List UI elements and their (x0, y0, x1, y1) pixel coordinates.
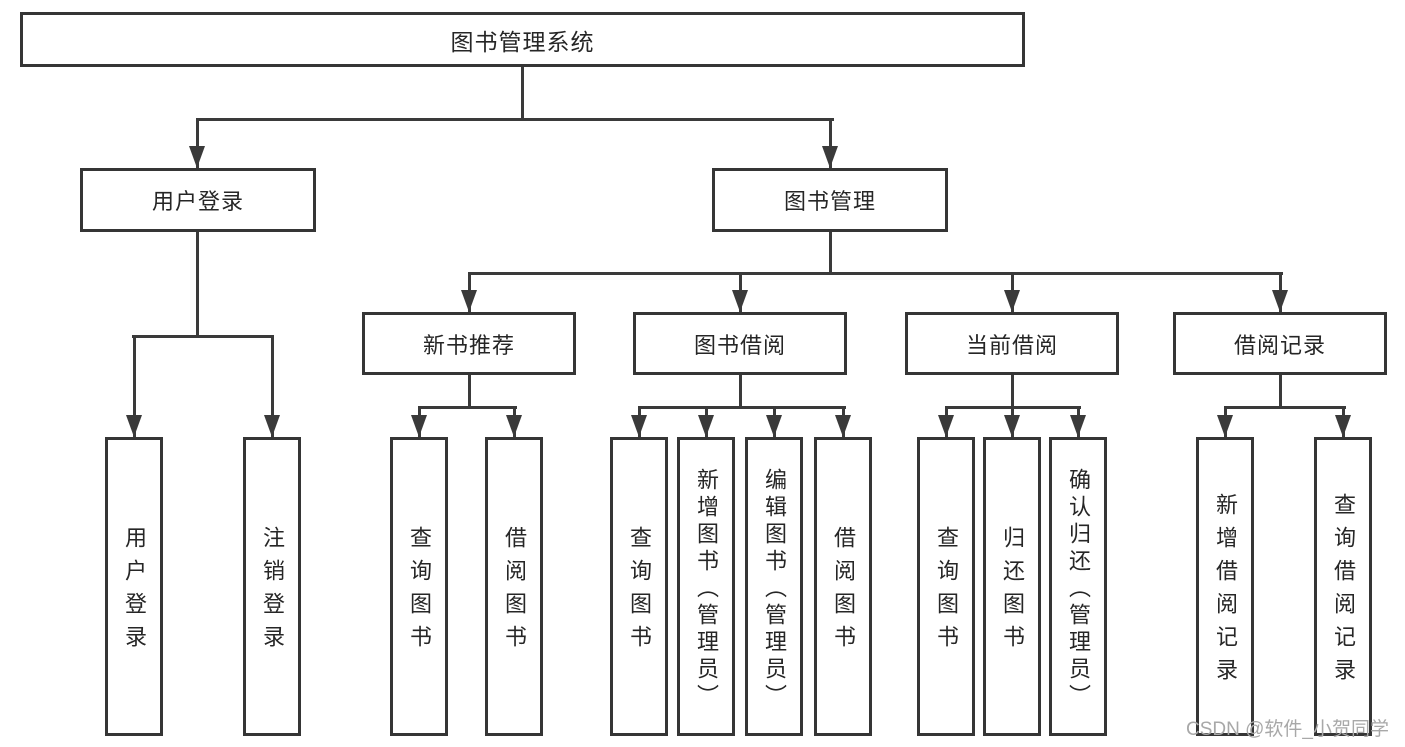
arrowhead-down-icon (411, 415, 427, 437)
node-label: 图书管理 (783, 189, 876, 214)
csdn-watermark: CSDN @软件_小贺同学 (1186, 719, 1389, 740)
connector-drop-logout (271, 335, 274, 437)
connector-cb-stem (1011, 375, 1014, 409)
leaf-cb-return-book: 归还图书 (983, 437, 1041, 736)
connector-bookmgmt-rail (468, 272, 1283, 275)
leaf-logout: 注销登录 (243, 437, 301, 736)
node-label: 新增图书（管理员） (694, 467, 719, 711)
node-label: 借阅图书 (502, 526, 527, 658)
node-label: 注销登录 (260, 526, 285, 658)
node-label: 新增借阅记录 (1213, 493, 1238, 691)
node-label: 编辑图书（管理员） (762, 467, 787, 711)
connector-login-stem (196, 232, 199, 338)
arrowhead-down-icon (506, 415, 522, 437)
arrowhead-down-icon (822, 146, 838, 168)
node-label: 查询图书 (627, 526, 652, 658)
node-library-management-system: 图书管理系统 (20, 12, 1025, 67)
connector-nbr-stem (468, 375, 471, 409)
leaf-bb-query-book: 查询图书 (610, 437, 668, 736)
connector-root-rail (196, 118, 834, 121)
arrowhead-down-icon (1335, 415, 1351, 437)
arrowhead-down-icon (461, 290, 477, 312)
connector-root-stem (521, 67, 524, 121)
node-label: 用户登录 (122, 526, 147, 658)
arrowhead-down-icon (1217, 415, 1233, 437)
arrowhead-down-icon (732, 290, 748, 312)
node-label: 新书推荐 (422, 332, 515, 358)
connector-drop-user-login-group (196, 118, 199, 168)
leaf-cb-confirm-return-admin: 确认归还（管理员） (1049, 437, 1107, 736)
leaf-nbr-query-book: 查询图书 (390, 437, 448, 736)
arrowhead-down-icon (835, 415, 851, 437)
node-book-management-group: 图书管理 (712, 168, 948, 232)
arrowhead-down-icon (126, 415, 142, 437)
connector-br-stem (1279, 375, 1282, 409)
connector-drop-user-login (133, 335, 136, 437)
arrowhead-down-icon (189, 146, 205, 168)
node-label: 确认归还（管理员） (1066, 467, 1091, 711)
leaf-bb-edit-book-admin: 编辑图书（管理员） (745, 437, 803, 736)
node-label: 查询图书 (407, 526, 432, 658)
node-current-borrowing: 当前借阅 (905, 312, 1119, 375)
leaf-bb-borrow-book: 借阅图书 (814, 437, 872, 736)
node-book-borrowing: 图书借阅 (633, 312, 847, 375)
connector-nbr-rail (418, 406, 517, 409)
leaf-bb-add-book-admin: 新增图书（管理员） (677, 437, 735, 736)
connector-bookmgmt-stem (829, 232, 832, 275)
node-label: 当前借阅 (965, 332, 1058, 358)
arrowhead-down-icon (1004, 415, 1020, 437)
leaf-nbr-borrow-book: 借阅图书 (485, 437, 543, 736)
node-label: 借阅记录 (1233, 332, 1326, 358)
leaf-br-query-record: 查询借阅记录 (1314, 437, 1372, 736)
node-label: 图书借阅 (693, 332, 786, 358)
node-label: 归还图书 (1000, 526, 1025, 658)
arrowhead-down-icon (631, 415, 647, 437)
node-new-book-recommendation: 新书推荐 (362, 312, 576, 375)
leaf-cb-query-book: 查询图书 (917, 437, 975, 736)
leaf-user-login: 用户登录 (105, 437, 163, 736)
connector-bb-rail (638, 406, 846, 409)
leaf-br-add-record: 新增借阅记录 (1196, 437, 1254, 736)
connector-bb-stem (739, 375, 742, 409)
connector-br-rail (1224, 406, 1346, 409)
node-user-login-group: 用户登录 (80, 168, 316, 232)
arrowhead-down-icon (698, 415, 714, 437)
arrowhead-down-icon (1004, 290, 1020, 312)
node-label: 查询借阅记录 (1331, 493, 1356, 691)
connector-drop-book-mgmt-group (829, 118, 832, 168)
connector-login-rail (132, 335, 274, 338)
node-label: 用户登录 (151, 189, 244, 214)
arrowhead-down-icon (938, 415, 954, 437)
arrowhead-down-icon (766, 415, 782, 437)
arrowhead-down-icon (264, 415, 280, 437)
node-label: 查询图书 (934, 526, 959, 658)
node-label: 图书管理系统 (450, 28, 595, 55)
arrowhead-down-icon (1070, 415, 1086, 437)
node-borrowing-records: 借阅记录 (1173, 312, 1387, 375)
node-label: 借阅图书 (831, 526, 856, 658)
arrowhead-down-icon (1272, 290, 1288, 312)
